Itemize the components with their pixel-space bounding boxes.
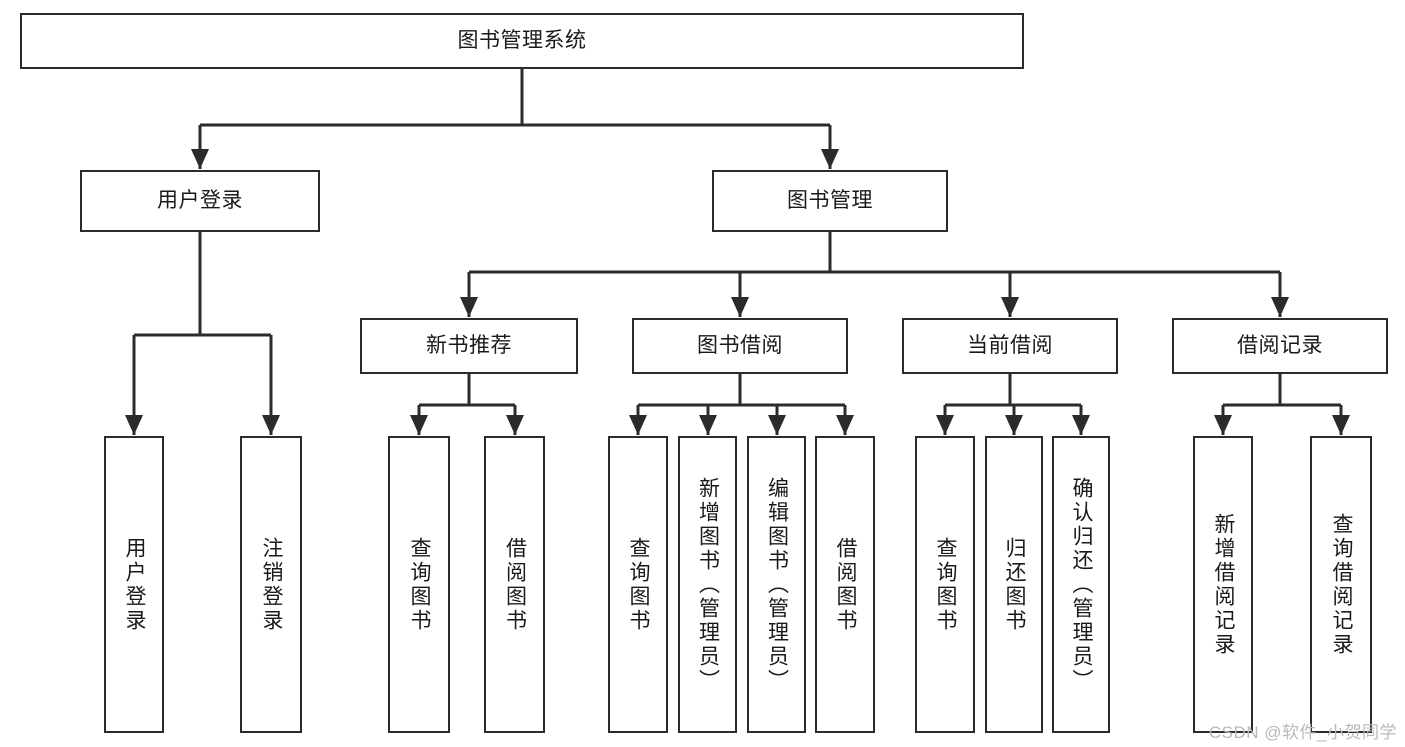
node-leaf-6[interactable]: 新增图书（管理员） [678, 436, 737, 733]
node-records[interactable]: 借阅记录 [1172, 318, 1388, 374]
node-label: 归还图书 [1003, 536, 1027, 633]
node-leaf-1[interactable]: 用户登录 [104, 436, 164, 733]
node-label: 查询借阅记录 [1330, 512, 1354, 657]
node-bookmgmt[interactable]: 图书管理 [712, 170, 948, 232]
node-label: 编辑图书（管理员） [765, 476, 789, 693]
node-login[interactable]: 用户登录 [80, 170, 320, 232]
node-label: 查询图书 [627, 536, 651, 633]
node-leaf-7[interactable]: 编辑图书（管理员） [747, 436, 806, 733]
node-label: 注销登录 [260, 536, 284, 633]
node-borrow[interactable]: 图书借阅 [632, 318, 848, 374]
node-leaf-9[interactable]: 查询图书 [915, 436, 975, 733]
node-label: 借阅图书 [503, 536, 527, 633]
node-label: 图书借阅 [697, 334, 783, 358]
node-label: 确认归还（管理员） [1070, 476, 1094, 693]
node-label: 查询图书 [934, 536, 958, 633]
node-leaf-3[interactable]: 查询图书 [388, 436, 450, 733]
node-label: 查询图书 [408, 536, 432, 633]
node-label: 新书推荐 [426, 334, 512, 358]
node-root[interactable]: 图书管理系统 [20, 13, 1024, 69]
watermark-label: CSDN @软件_小贺同学 [1208, 723, 1397, 742]
node-leaf-5[interactable]: 查询图书 [608, 436, 668, 733]
node-label: 新增图书（管理员） [696, 476, 720, 693]
node-label: 图书管理 [787, 189, 873, 213]
node-leaf-12[interactable]: 新增借阅记录 [1193, 436, 1253, 733]
node-label: 新增借阅记录 [1212, 512, 1236, 657]
node-leaf-4[interactable]: 借阅图书 [484, 436, 545, 733]
node-label: 借阅图书 [834, 536, 858, 633]
node-leaf-8[interactable]: 借阅图书 [815, 436, 875, 733]
node-label: 借阅记录 [1237, 334, 1323, 358]
node-current[interactable]: 当前借阅 [902, 318, 1118, 374]
node-leaf-13[interactable]: 查询借阅记录 [1310, 436, 1372, 733]
node-label: 用户登录 [157, 189, 243, 213]
node-leaf-10[interactable]: 归还图书 [985, 436, 1043, 733]
node-label: 图书管理系统 [457, 29, 587, 53]
node-label: 当前借阅 [967, 334, 1053, 358]
node-newbook[interactable]: 新书推荐 [360, 318, 578, 374]
node-leaf-2[interactable]: 注销登录 [240, 436, 302, 733]
node-leaf-11[interactable]: 确认归还（管理员） [1052, 436, 1110, 733]
node-label: 用户登录 [123, 536, 147, 633]
